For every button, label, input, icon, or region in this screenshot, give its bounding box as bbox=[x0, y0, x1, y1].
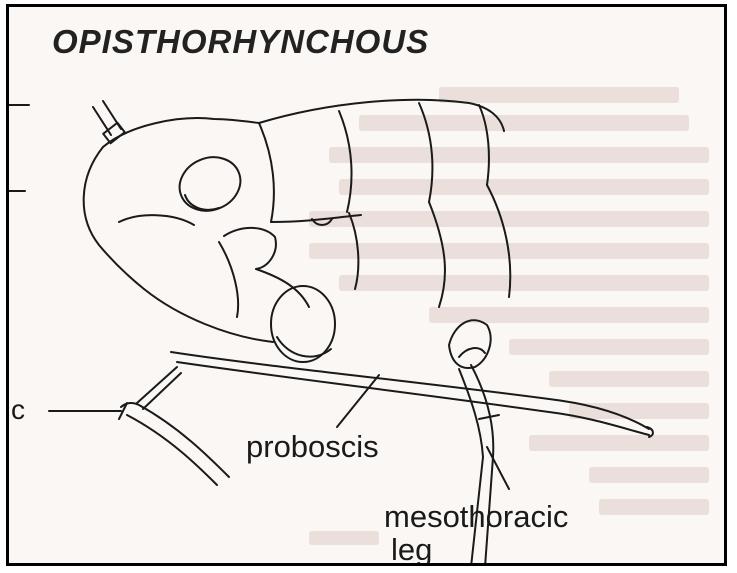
foreleg-tibia-b bbox=[143, 373, 181, 409]
head-front-outline bbox=[84, 147, 144, 289]
antenna-base bbox=[103, 123, 125, 144]
pronotum-line bbox=[271, 215, 361, 222]
pronotum-lower bbox=[349, 213, 358, 289]
segment-line-4 bbox=[479, 105, 489, 185]
mesothoracic-label: mesothoracic bbox=[384, 499, 568, 535]
diagram-title: OPISTHORHYNCHOUS bbox=[52, 23, 429, 61]
segment-line-1 bbox=[259, 123, 274, 222]
left-edge-char: c bbox=[11, 394, 25, 425]
proboscis-label: proboscis bbox=[246, 429, 379, 465]
figure-frame: c OPISTHORHYNCHOUS proboscis mesothoraci… bbox=[6, 4, 727, 566]
proboscis-pointer bbox=[337, 375, 379, 427]
segment-line-2 bbox=[339, 111, 352, 212]
meso-coxa-inner bbox=[459, 348, 485, 357]
mesothorax-outline bbox=[429, 202, 445, 307]
coxa-lower bbox=[256, 269, 309, 307]
foreleg-tibia bbox=[137, 367, 177, 403]
proboscis-lower bbox=[177, 362, 649, 435]
head-capsule-outline bbox=[103, 118, 259, 147]
eye-shadow bbox=[185, 195, 219, 210]
gena-line bbox=[219, 242, 238, 317]
mesothorax-lower bbox=[487, 185, 510, 297]
meso-coxa bbox=[449, 320, 491, 368]
neck-fold bbox=[224, 228, 276, 269]
segment-line-3 bbox=[419, 103, 432, 202]
cheek-fold bbox=[119, 215, 194, 225]
leg-label: leg bbox=[391, 532, 432, 566]
coxa-rim bbox=[277, 337, 331, 357]
foreleg-femur-upper bbox=[121, 403, 229, 477]
mouth-region-outline bbox=[144, 289, 273, 342]
thorax-top-outline bbox=[259, 100, 504, 131]
insect-head-diagram: c bbox=[9, 7, 727, 566]
